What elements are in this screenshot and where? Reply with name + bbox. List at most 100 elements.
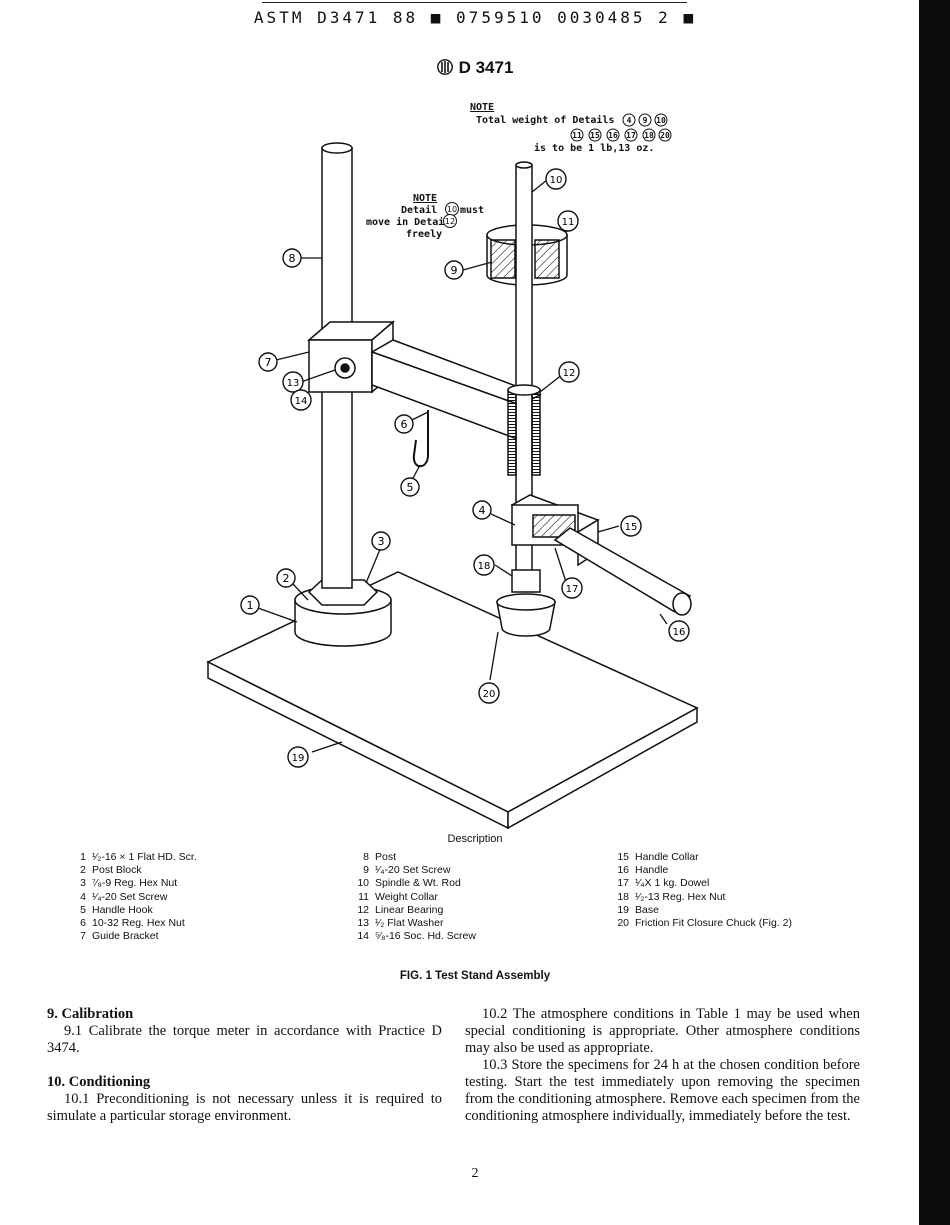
ref-15: 15 [590,131,600,140]
handle-bar [553,527,692,616]
legend-item-text: ⁵⁄₈-16 Soc. Hd. Screw [375,930,476,943]
astm-logo-icon [436,59,453,75]
callout-11-label: 11 [562,217,575,228]
section-heading-conditioning: 10. Conditioning [47,1074,151,1090]
legend-item-text: Friction Fit Closure Chuck (Fig. 2) [635,917,792,930]
legend-item-number: 3 [80,877,86,890]
callout-5: 5 [400,477,420,497]
legend-item-text: Handle Hook [92,903,153,916]
callout-11: 11 [557,210,579,232]
section-heading-calibration: 9. Calibration [47,1006,134,1022]
ref-20: 20 [660,131,670,140]
legend-item-text: Spindle & Wt. Rod [375,877,461,890]
legend-item-number: 16 [617,864,629,877]
legend-item-number: 7 [80,930,86,943]
legend-item-number: 5 [80,903,86,916]
figure-caption: FIG. 1 Test Stand Assembly [399,970,551,982]
callout-15-label: 15 [625,522,638,533]
callout-4-label: 4 [479,504,486,517]
note-mid-line1a: Detail [401,204,437,216]
base-plate [206,571,699,830]
legend-item-text: ⁷⁄₈-9 Reg. Hex Nut [92,877,178,890]
legend-item-number: 12 [357,903,369,916]
ref-16: 16 [608,131,618,140]
ref-9: 9 [643,116,648,125]
callout-2: 2 [276,568,296,588]
callout-20-label: 20 [483,689,496,700]
note-mid-line1b: must [460,205,484,216]
legend-item-text: ¹⁄₂-16 × 1 Flat HD. Scr. [92,851,197,863]
callouts: 1 2 3 4 5 6 7 8 9 10 11 12 13 14 15 16 1… [240,168,690,768]
right-text-column: 10.2 The atmosphere conditions in Table … [465,1006,860,1125]
legend-item-text: Handle Collar [635,851,699,863]
standard-designation: D 3471 [0,58,950,78]
note-top-line3: is to be 1 lb,13 oz. [534,142,654,154]
ref-10: 10 [656,116,666,125]
legend-item-number: 18 [617,890,629,903]
legend-item: 16 Handle [615,864,792,877]
legend-item: 5 Handle Hook [78,904,197,917]
legend-item-text: Base [635,903,659,916]
note-top-line1-refs: 4 9 10 [622,113,668,127]
legend-item-number: 2 [80,864,86,877]
document-code-line: ASTM D3471 88 ■ 0759510 0030485 2 ■ [253,8,697,27]
legend-item-text: ¹⁄₄-20 Set Screw [375,864,451,877]
callout-17: 17 [561,577,583,599]
legend-item-text: Linear Bearing [375,903,444,916]
legend-item: 15 Handle Collar [615,851,792,864]
legend-item: 13 ¹⁄₂ Flat Washer [355,917,476,930]
callout-8-label: 8 [289,252,296,265]
scan-edge [919,0,950,1225]
callout-7-label: 7 [265,356,272,369]
legend-item-text: 10-32 Reg. Hex Nut [92,917,185,930]
legend-item-number: 13 [357,917,369,930]
callout-19-label: 19 [292,753,305,764]
callout-18: 18 [473,554,495,576]
legend-item-number: 8 [363,851,369,863]
callout-3: 3 [371,531,391,551]
designation-text: D 3471 [458,58,514,77]
legend-item-number: 1 [80,851,86,863]
legend-item-number: 17 [617,877,629,890]
ref-18: 18 [644,131,654,140]
legend-item-number: 6 [80,917,86,930]
left-text-column: 9. Calibration 9.1 Calibrate the torque … [47,1006,442,1125]
callout-16: 16 [668,620,690,642]
legend-item-number: 11 [358,890,369,903]
legend-item-text: ¹⁄₄X 1 kg. Dowel [635,877,710,890]
legend-item-number: 15 [617,851,629,863]
callout-5-label: 5 [407,481,414,494]
legend-item-text: ¹⁄₂ Flat Washer [375,917,444,930]
callout-20: 20 [478,682,500,704]
ref-11: 11 [572,131,582,140]
guide-bracket [306,320,542,442]
callout-9-label: 9 [451,264,458,277]
handle-hook [412,410,429,468]
section-spacer [47,1057,442,1074]
legend-item: 9 ¹⁄₄-20 Set Screw [355,864,476,877]
note-mid-line2a: move in Detail [366,216,450,228]
callout-8: 8 [282,248,302,268]
legend-item-text: Guide Bracket [92,930,159,943]
callout-15: 15 [620,515,642,537]
callout-7: 7 [258,352,278,372]
page-number: 2 [471,1166,479,1181]
callout-13-label: 13 [287,378,300,389]
note-mid-ref-12: 12 [445,217,455,226]
legend-item-text: Handle [635,864,669,877]
callout-12: 12 [558,361,580,383]
legend-column-3: 15 Handle Collar 16 Handle 17 ¹⁄₄X 1 kg. Do… [615,851,792,930]
callout-1: 1 [240,595,260,615]
paragraph-10-1: 10.1 Preconditioning is not necessary un… [47,1091,442,1124]
note-mid-ref-10: 10 [447,205,457,214]
legend-title: Description [447,833,503,845]
note-mid-label: NOTE [413,193,437,204]
callout-10: 10 [545,168,567,190]
legend-item-number: 9 [363,864,369,877]
